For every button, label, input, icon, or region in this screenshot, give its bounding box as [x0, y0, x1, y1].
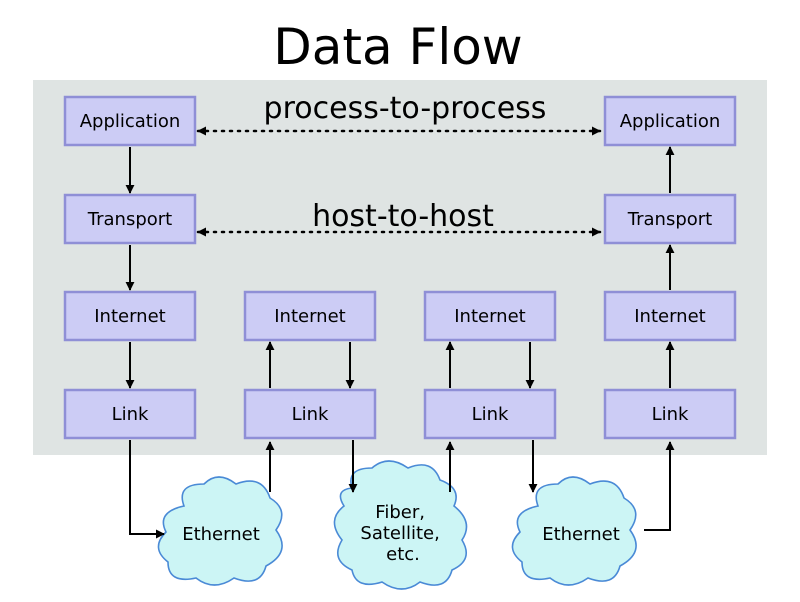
- svg-text:Link: Link: [652, 404, 689, 425]
- svg-text:Link: Link: [472, 404, 509, 425]
- host-b-transport-box: Transport: [603, 193, 737, 245]
- fiber-satellite-cloud: Fiber, Satellite, etc.: [333, 460, 468, 590]
- svg-text:Application: Application: [80, 111, 181, 132]
- svg-text:Application: Application: [620, 111, 721, 132]
- ethernet-to-host-b-link-arrow: [644, 441, 675, 531]
- router-1-internet-box: Internet: [243, 290, 377, 342]
- host-a-internet-box: Internet: [63, 290, 197, 342]
- svg-text:Ethernet: Ethernet: [542, 524, 620, 545]
- host-b-application-box: Application: [603, 95, 737, 147]
- router-2-link-box: Link: [423, 388, 557, 440]
- host-a-link-box: Link: [63, 388, 197, 440]
- process-to-process-label: process-to-process: [264, 91, 547, 126]
- ethernet-cloud-2: Ethernet: [511, 476, 637, 586]
- svg-text:Fiber, Satellite,: Fiber, Satellite, etc.: [360, 502, 445, 565]
- svg-text:Internet: Internet: [94, 306, 165, 327]
- svg-text:Link: Link: [292, 404, 329, 425]
- svg-text:Internet: Internet: [454, 306, 525, 327]
- svg-text:Ethernet: Ethernet: [182, 524, 260, 545]
- page-title: Data Flow: [273, 18, 522, 76]
- host-a-application-box: Application: [63, 95, 197, 147]
- svg-text:Internet: Internet: [634, 306, 705, 327]
- host-a-link-to-ethernet-arrow: [129, 440, 165, 539]
- host-a-transport-box: Transport: [63, 193, 197, 245]
- host-b-internet-box: Internet: [603, 290, 737, 342]
- router-2-internet-box: Internet: [423, 290, 557, 342]
- svg-text:Link: Link: [112, 404, 149, 425]
- svg-text:Transport: Transport: [87, 209, 172, 230]
- router-1-link-box: Link: [243, 388, 377, 440]
- svg-text:Transport: Transport: [627, 209, 712, 230]
- host-b-link-box: Link: [603, 388, 737, 440]
- svg-text:Internet: Internet: [274, 306, 345, 327]
- ethernet-cloud-1: Ethernet: [157, 476, 283, 586]
- host-to-host-label: host-to-host: [312, 199, 494, 234]
